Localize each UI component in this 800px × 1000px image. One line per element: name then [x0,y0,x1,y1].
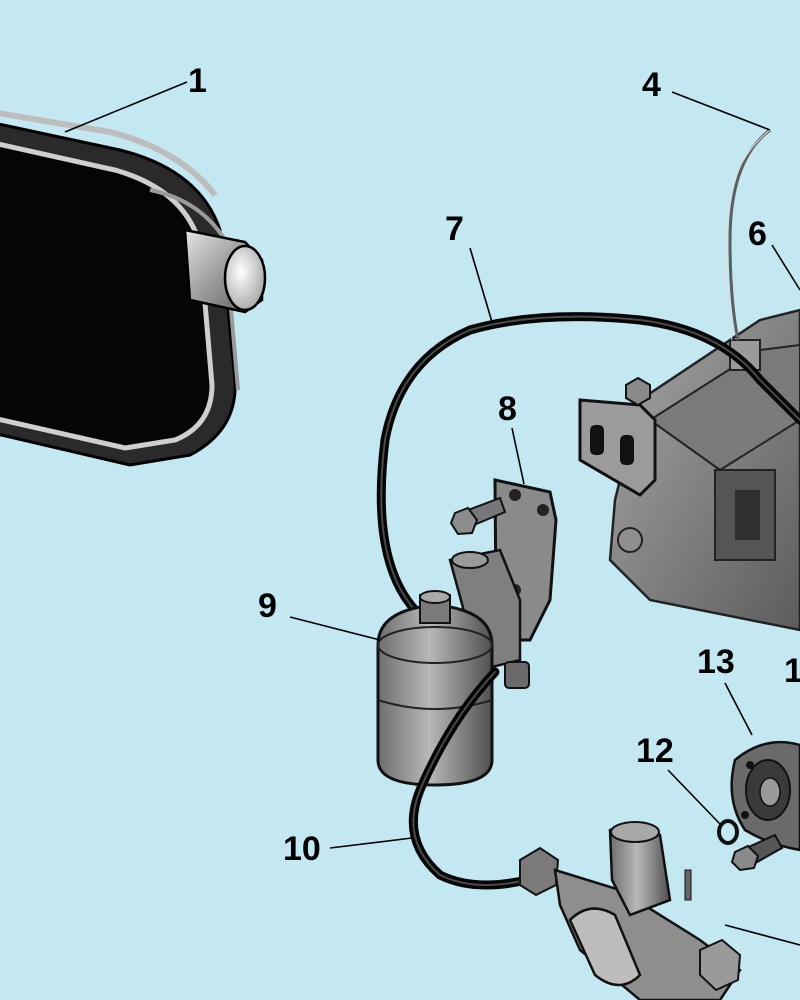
callout-1: 1 [188,62,207,100]
leader-10 [329,837,413,849]
callout-8: 8 [498,390,517,428]
callout-13: 13 [697,643,735,681]
callout-6: 6 [748,215,767,253]
coupling [730,740,800,872]
leader-9 [289,616,381,641]
fuel-tank [0,110,267,467]
fuel-filter [376,548,530,787]
priming-pump [519,821,742,1000]
leader-8 [511,427,525,485]
leader-13 [724,682,753,736]
leader-14 [724,924,800,946]
leader-4 [671,91,771,131]
callout-9: 9 [258,587,277,625]
callout-7: 7 [445,210,464,248]
leader-6 [771,244,800,291]
leader-lines [64,81,800,946]
pump-housing [578,308,800,632]
callout-4: 4 [642,66,661,104]
callout-14: 1 [784,652,800,690]
leader-1 [64,81,188,133]
washer [717,819,739,845]
leader-7 [469,247,493,323]
wire-loop [728,128,771,341]
leader-12 [667,769,721,825]
callout-10: 10 [283,830,321,868]
callout-12: 12 [636,732,674,770]
